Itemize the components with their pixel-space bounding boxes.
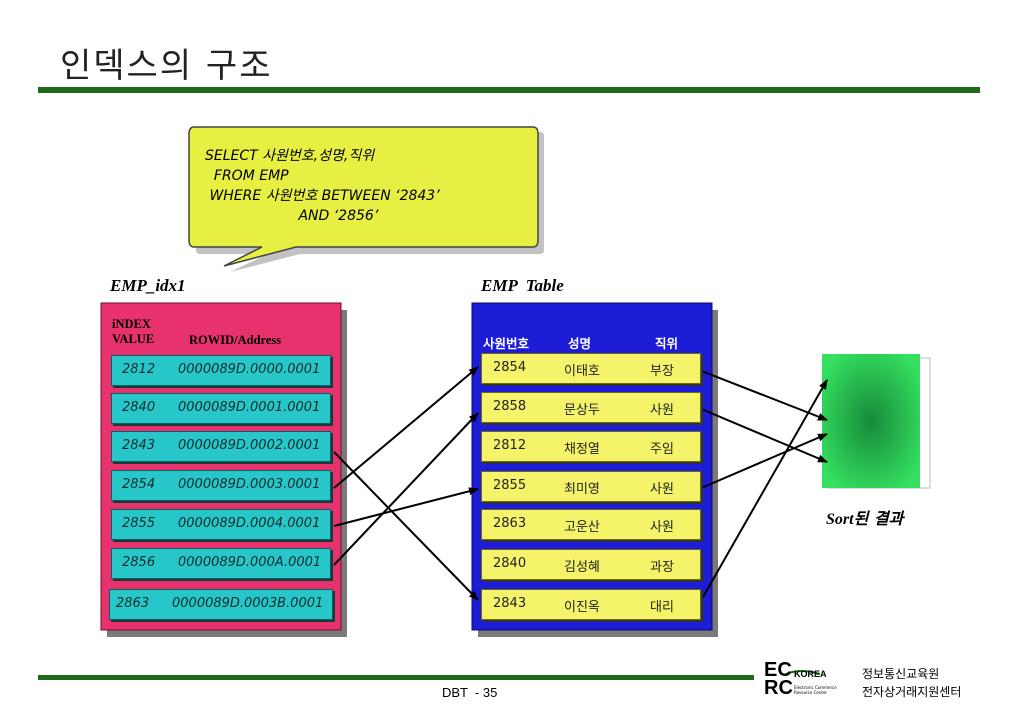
- arrow-2855-to-row: [333, 487, 479, 527]
- index-value: 2843: [122, 438, 156, 453]
- table-row: 2840 김성혜 과장: [481, 549, 701, 580]
- query-line: SELECT 사원번호,성명,직위: [205, 148, 375, 164]
- ecrc-logo: EC RC KOREA Electronic Commerce Resource…: [764, 659, 860, 701]
- table-cell-name: 문상두: [564, 403, 600, 418]
- table-cell-position: 사원: [650, 482, 674, 497]
- logo-rc: RC: [764, 677, 793, 699]
- index-value: 2856: [122, 555, 156, 570]
- index-value: 2854: [122, 477, 156, 492]
- logo-sub-line1: Electronic Commerce: [794, 685, 837, 690]
- logo-ec: EC: [764, 659, 792, 681]
- table-cell-position: 사원: [650, 403, 674, 418]
- index-rowid: 0000089D.0000.0001: [178, 362, 321, 377]
- table-cell-name: 김성혜: [564, 560, 600, 575]
- sort-label-en: Sort: [826, 511, 854, 528]
- table-cell-position: 사원: [650, 520, 674, 535]
- table-col-position-header: 직위: [655, 336, 679, 351]
- index-row: 2840 0000089D.0001.0001: [111, 393, 331, 424]
- arrow-2843-to-row: [333, 451, 479, 601]
- index-panel: [100, 302, 342, 631]
- table-cell-empno: 2854: [493, 360, 527, 375]
- table-row: 2812 채정열 주임: [481, 431, 701, 462]
- table-cell-position: 주임: [650, 442, 674, 457]
- table-row: 2855 최미영 사원: [481, 471, 701, 502]
- table-row: 2863 고운산 사원: [481, 509, 701, 540]
- index-rowid: 0000089D.0003B.0001: [172, 596, 324, 611]
- sort-result-label: Sort된 결과: [826, 505, 903, 529]
- sort-label-ko: 된 결과: [853, 509, 904, 528]
- index-rowid: 0000089D.000A.0001: [178, 555, 322, 570]
- index-value: 2840: [122, 400, 156, 415]
- table-row: 2854 이태호 부장: [481, 353, 701, 384]
- query-text: SELECT 사원번호,성명,직위 FROM EMP WHERE 사원번호 BE…: [205, 146, 535, 226]
- index-value: 2812: [122, 362, 156, 377]
- table-row: 2858 문상두 사원: [481, 392, 701, 423]
- table-col-name-header: 성명: [568, 336, 592, 351]
- table-cell-empno: 2858: [493, 399, 527, 414]
- arrow-row-2854-to-sort: [698, 369, 828, 421]
- logo-korea: KOREA: [794, 669, 827, 679]
- index-label: EMP_idx1: [110, 276, 186, 295]
- index-row: 2812 0000089D.0000.0001: [111, 355, 331, 386]
- index-rowid: 0000089D.0001.0001: [178, 400, 321, 415]
- title-divider: [38, 87, 980, 93]
- table-cell-empno: 2840: [493, 556, 527, 571]
- sort-result-box: [822, 354, 920, 488]
- footer-divider: [38, 675, 754, 680]
- index-row: 2854 0000089D.0003.0001: [111, 470, 331, 501]
- index-value: 2855: [122, 516, 156, 531]
- query-line: FROM EMP: [205, 168, 289, 184]
- index-col-value-header: iNDEX VALUE: [112, 317, 154, 347]
- logo-swoosh: [785, 670, 821, 675]
- table-label: EMP Table: [481, 276, 564, 295]
- index-col-rowid-header: ROWID/Address: [189, 333, 282, 347]
- table-cell-position: 부장: [650, 364, 674, 379]
- callout-bubble: [188, 126, 539, 267]
- index-row: 2863 0000089D.0003B.0001: [109, 589, 333, 620]
- index-col-value-line1: iNDEX: [112, 317, 151, 331]
- table-cell-name: 이진옥: [564, 600, 600, 615]
- table-cell-empno: 2812: [493, 438, 527, 453]
- arrow-row-2855-to-sort: [698, 433, 828, 490]
- query-line: WHERE 사원번호 BETWEEN ‘2843’: [205, 188, 440, 204]
- table-row: 2843 이진옥 대리: [481, 589, 701, 620]
- index-value: 2863: [116, 596, 150, 611]
- arrow-row-2843-to-sort: [698, 379, 828, 605]
- table-cell-empno: 2855: [493, 478, 527, 493]
- table-cell-name: 이태호: [564, 364, 600, 379]
- arrow-2856-to-row: [333, 412, 479, 566]
- table-cell-name: 고운산: [564, 520, 600, 535]
- table-cell-position: 과장: [650, 560, 674, 575]
- index-rowid: 0000089D.0002.0001: [178, 438, 321, 453]
- index-row: 2856 0000089D.000A.0001: [111, 548, 331, 579]
- table-col-empno-header: 사원번호: [483, 336, 530, 351]
- query-line: AND ‘2856’: [205, 208, 379, 224]
- index-rowid: 0000089D.0004.0001: [178, 516, 321, 531]
- page-number: DBT - 35: [442, 685, 498, 700]
- table-cell-name: 최미영: [564, 482, 600, 497]
- index-row: 2855 0000089D.0004.0001: [111, 509, 331, 540]
- logo-sub-line2: Resource Center: [794, 690, 828, 695]
- page-title: 인덱스의 구조: [60, 46, 273, 86]
- table-cell-name: 채정열: [564, 442, 600, 457]
- arrow-row-2858-to-sort: [698, 407, 828, 463]
- org-name-line1: 정보통신교육원: [862, 667, 940, 681]
- index-row: 2843 0000089D.0002.0001: [111, 431, 331, 462]
- query-callout: [188, 126, 544, 272]
- arrow-2854-to-row: [333, 366, 479, 489]
- table-cell-position: 대리: [650, 600, 674, 615]
- table-cell-empno: 2843: [493, 596, 527, 611]
- table-cell-empno: 2863: [493, 516, 527, 531]
- org-name-line2: 전자상거래지원센터: [862, 685, 962, 699]
- index-col-value-line2: VALUE: [112, 332, 155, 346]
- index-rowid: 0000089D.0003.0001: [178, 477, 321, 492]
- logo-subtitle: Electronic Commerce Resource Center: [794, 685, 837, 695]
